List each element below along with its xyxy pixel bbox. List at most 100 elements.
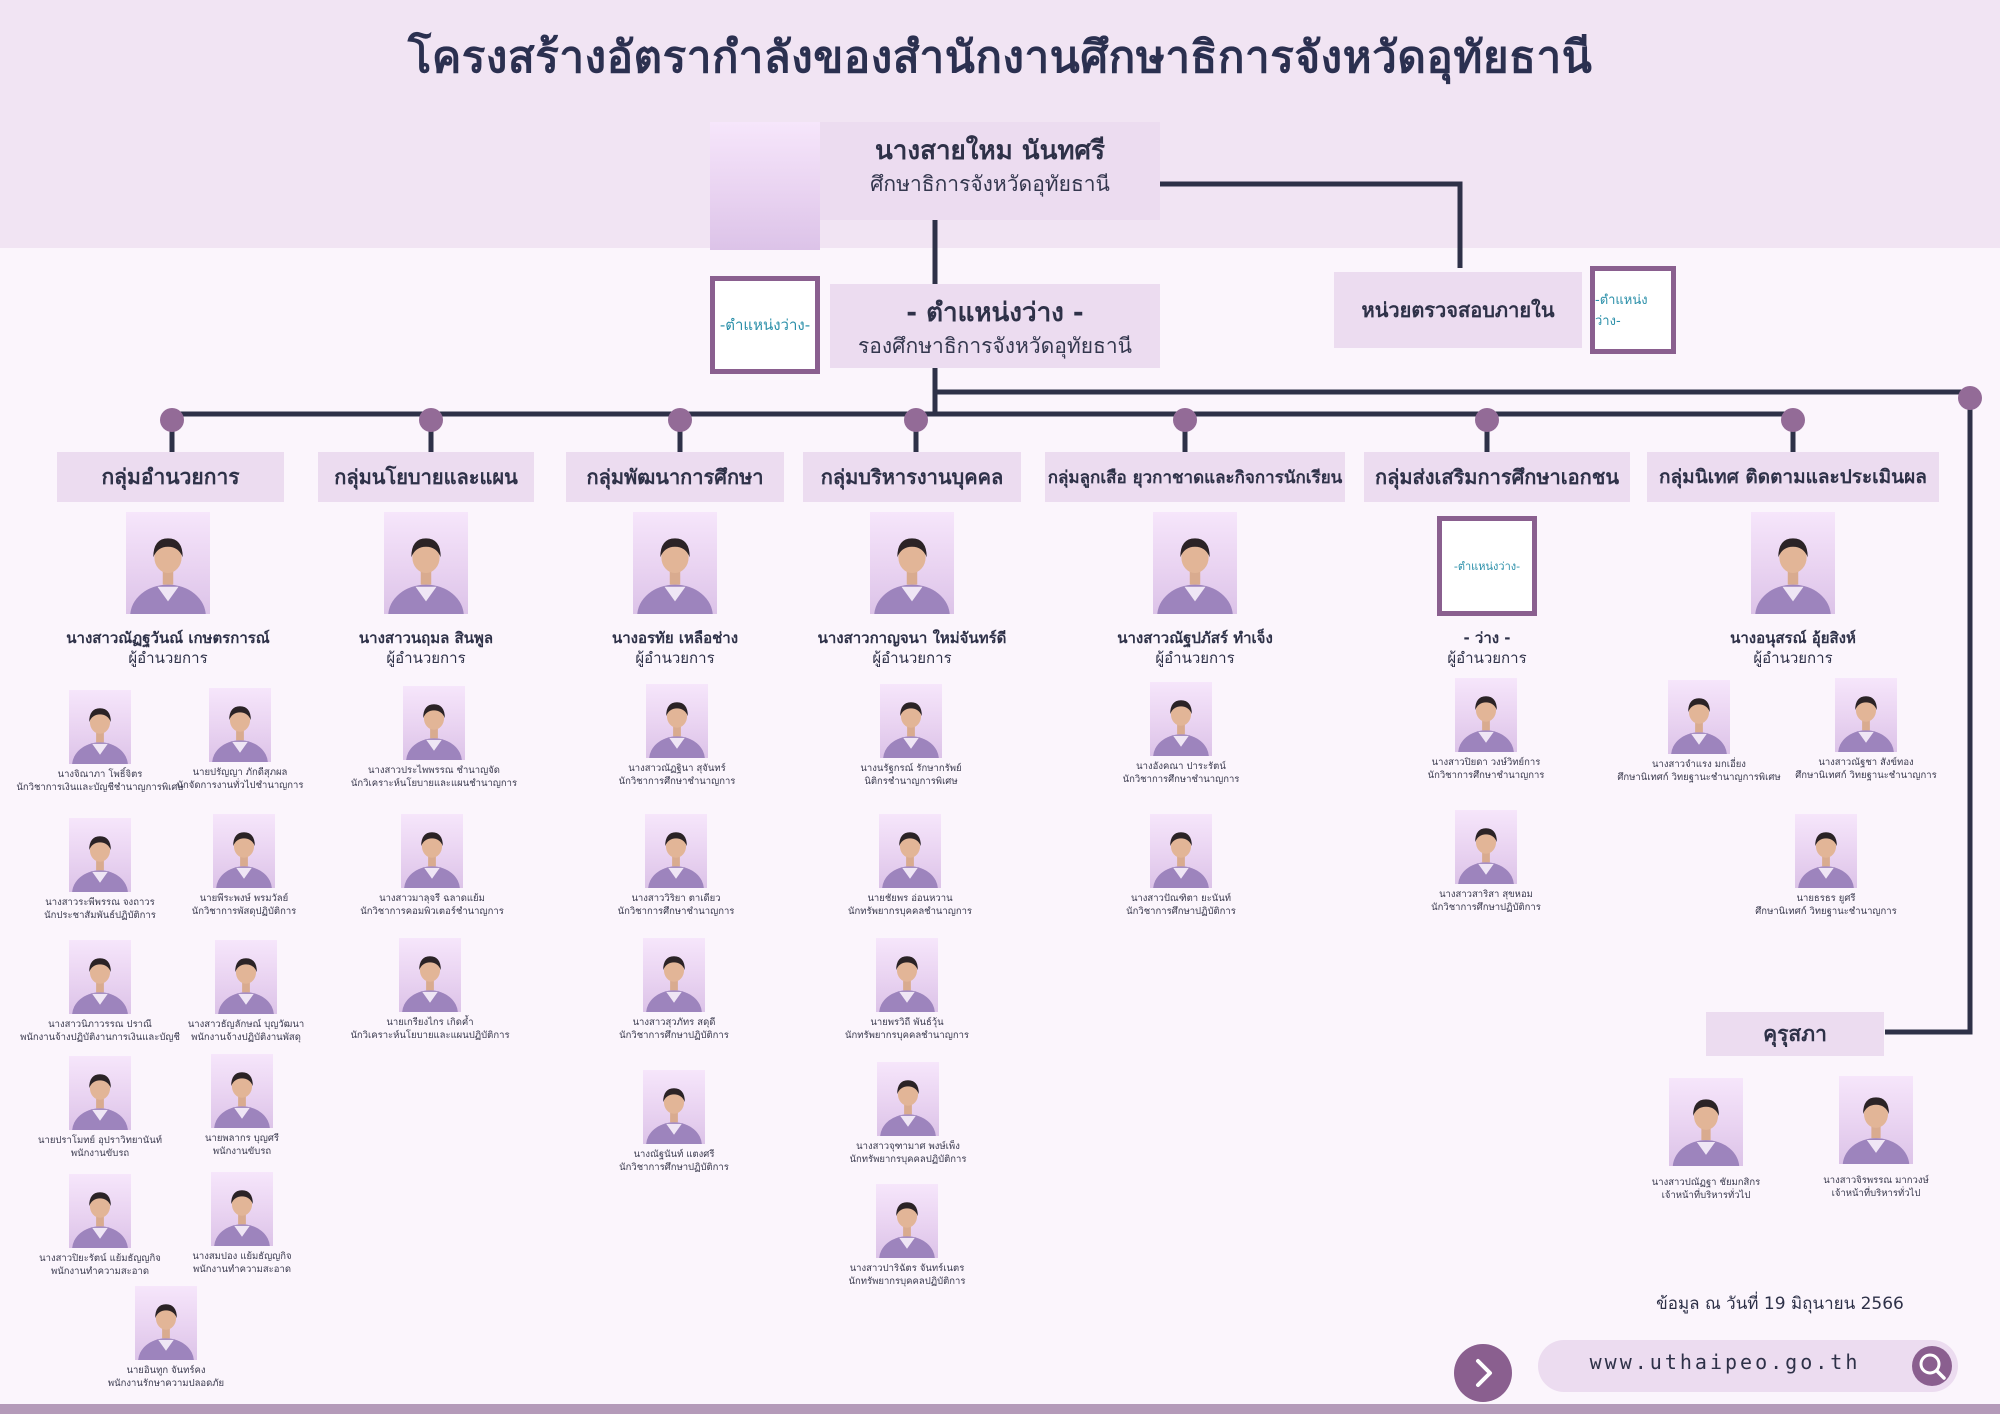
staff-photo (209, 688, 271, 762)
group-header-5: กลุ่มลูกเสือ ยุวกาชาดและกิจการนักเรียน (1045, 452, 1345, 502)
staff-name: นายธรธร ยูศรี (1796, 893, 1856, 904)
staff-photo (1150, 682, 1212, 756)
staff-name: นางณัฐนันท์ แตงศรี (633, 1149, 715, 1160)
chevron-right-icon (1476, 1359, 1492, 1387)
person-photo-icon (874, 538, 950, 614)
audit-box: หน่วยตรวจสอบภายใน (1334, 272, 1582, 348)
staff-role: นักประชาสัมพันธ์ปฏิบัติการ (44, 910, 156, 921)
staff-name: นางสาวมาลุจรี ฉลาดแย้ม (379, 893, 485, 904)
staff-role: นักวิเคราะห์นโยบายและแผนชำนาญการ (350, 778, 518, 789)
kurusapha-staff-photo (1669, 1078, 1743, 1166)
connector-dot (1781, 408, 1805, 432)
person-photo-icon (72, 836, 128, 892)
staff-photo (1668, 680, 1730, 754)
leader-role: ผู้อำนวยการ (386, 649, 466, 667)
person-photo-icon (214, 1190, 270, 1246)
connector-dot (904, 408, 928, 432)
staff-role: นักวิชาการศึกษาปฏิบัติการ (1126, 906, 1236, 917)
person-photo-icon (637, 538, 713, 614)
staff-role: นักจัดการงานทั่วไปชำนาญการ (176, 780, 304, 791)
staff-role: ศึกษานิเทศก์ วิทยฐานะชำนาญการ (1795, 770, 1937, 781)
person-photo-icon (138, 1304, 194, 1360)
staff-photo (876, 938, 938, 1012)
person-photo-icon (649, 702, 705, 758)
leader-name: นางสาวนฤมล สินพูล (358, 629, 494, 647)
staff-name: นางจิณาภา โพธิ์จิตร (57, 769, 143, 780)
staff-role: นักวิชาการศึกษาชำนาญการ (1427, 770, 1545, 781)
staff-role: พนักงานทำความสะอาด (51, 1266, 149, 1277)
head-photo (710, 122, 820, 250)
deputy-title: รองศึกษาธิการจังหวัดอุทัยธานี (858, 334, 1132, 358)
staff-photo (1455, 810, 1517, 884)
person-photo-icon (880, 1080, 936, 1136)
person-photo-icon (130, 538, 206, 614)
group-header-2: กลุ่มนโยบายและแผน (318, 452, 534, 502)
staff-photo (211, 1054, 273, 1128)
leader-vacant-frame: -ตำแหน่งว่าง- (1437, 516, 1537, 616)
staff-photo (643, 1070, 705, 1144)
staff-photo (876, 1184, 938, 1258)
person-photo-icon (212, 706, 268, 762)
staff-photo (403, 686, 465, 760)
staff-name: นางสาวจุฑามาศ พงษ์เพ็ง (856, 1141, 960, 1152)
staff-photo (877, 1062, 939, 1136)
staff-role: พนักงานรักษาความปลอดภัย (107, 1378, 225, 1389)
staff-name: นางสาวปิยดา วงษ์วิทย์การ (1431, 757, 1541, 768)
person-photo-icon (879, 1202, 935, 1258)
staff-photo (69, 1056, 131, 1130)
staff-name: นายอินทูก จันทร์คง (126, 1365, 206, 1376)
kurusapha-staff-photo (1839, 1076, 1913, 1164)
staff-role: เจ้าหน้าที่บริหารทั่วไป (1661, 1190, 1751, 1201)
staff-role: นักวิชาการพัสดุปฏิบัติการ (191, 906, 297, 917)
staff-role: พนักงานจ้างปฏิบัติงานการเงินและบัญชี (20, 1032, 180, 1043)
person-photo-icon (882, 832, 938, 888)
staff-role: ศึกษานิเทศก์ วิทยฐานะชำนาญการ (1755, 906, 1897, 917)
staff-name: นางสาวปิยะรัตน์ แย้มธัญญกิจ (39, 1253, 161, 1264)
head-title: ศึกษาธิการจังหวัดอุทัยธานี (870, 172, 1110, 196)
staff-role: นักทรัพยากรบุคคลปฏิบัติการ (848, 1276, 966, 1287)
staff-name: นายเกรียงไกร เกิดค้ำ (386, 1017, 474, 1028)
url-text[interactable]: www.uthaipeo.go.th (1589, 1350, 1861, 1374)
staff-name: นางอังคณา ปาระรัตน์ (1136, 761, 1226, 772)
search-icon (1919, 1353, 1946, 1380)
person-photo-icon (406, 704, 462, 760)
staff-role: นักวิชาการเงินและบัญชีชำนาญการพิเศษ (16, 782, 184, 793)
staff-photo (646, 684, 708, 758)
group-header-7: กลุ่มนิเทศ ติดตามและประเมินผล (1647, 452, 1939, 502)
group-header-4: กลุ่มบริหารงานบุคคล (803, 452, 1021, 502)
kurusapha-label: คุรุสภา (1763, 1021, 1827, 1046)
leader-role: ผู้อำนวยการ (635, 649, 715, 667)
person-photo-icon (1153, 700, 1209, 756)
leader-photo (384, 512, 468, 614)
person-photo-icon (1153, 832, 1209, 888)
kurusapha-box: คุรุสภา (1706, 1012, 1884, 1056)
person-photo-icon (1755, 538, 1831, 614)
person-photo-icon (1838, 696, 1894, 752)
person-photo-icon (648, 832, 704, 888)
staff-photo (1835, 678, 1897, 752)
connector-dot (419, 408, 443, 432)
search-button[interactable] (1912, 1346, 1952, 1386)
staff-name: นายปรัญญา ภักดีสุภผล (192, 767, 288, 778)
leader-role: ผู้อำนวยการ (872, 649, 952, 667)
leader-photo (870, 512, 954, 614)
person-photo-icon (1458, 828, 1514, 884)
staff-photo (1795, 814, 1857, 888)
person-photo-icon (1672, 1099, 1740, 1166)
staff-photo (69, 940, 131, 1014)
staff-photo (69, 1174, 131, 1248)
staff-photo (880, 684, 942, 758)
staff-name: นางสาวจำแรง มกเอี่ยง (1652, 759, 1746, 770)
page-title: โครงสร้างอัตรากำลังของสำนักงานศึกษาธิการ… (407, 32, 1593, 83)
person-photo-icon (646, 956, 702, 1012)
data-date: ข้อมูล ณ วันที่ 19 มิถุนายน 2566 (1656, 1294, 1904, 1314)
head-name: นางสายใหม นันทศรี (875, 136, 1105, 166)
staff-name: นางสาวณัฏฐินา สุจันทร์ (628, 763, 726, 774)
staff-photo (401, 814, 463, 888)
leader-role: ผู้อำนวยการ (1155, 649, 1235, 667)
url-bar[interactable] (1538, 1340, 1958, 1392)
leader-photo (633, 512, 717, 614)
staff-role: พนักงานทำความสะอาด (193, 1264, 291, 1275)
staff-role: พนักงานขับรถ (70, 1148, 130, 1159)
next-button[interactable] (1454, 1344, 1512, 1402)
